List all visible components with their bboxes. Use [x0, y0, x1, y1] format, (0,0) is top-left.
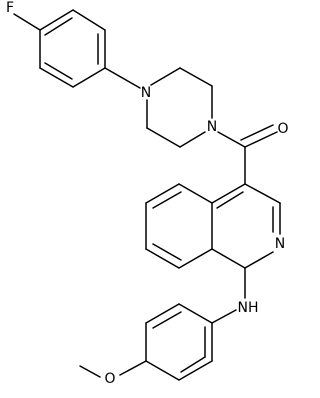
bond [72, 67, 106, 88]
bond [244, 251, 274, 269]
bond [178, 183, 213, 204]
bond [211, 248, 246, 269]
piperazine-nitrogen-bottom-label: N [207, 119, 217, 135]
bond [104, 67, 141, 89]
bond [178, 360, 213, 381]
bond [217, 131, 246, 148]
bond [179, 131, 206, 148]
bond [211, 183, 246, 204]
bond [72, 9, 106, 31]
bond [178, 303, 213, 324]
chemical-structure: F N N O N NH O [6, 0, 289, 387]
bond [44, 17, 73, 36]
bonds [13, 9, 281, 381]
bond [145, 303, 180, 324]
isoquinoline-nitrogen-label: N [275, 236, 285, 252]
bond [146, 127, 181, 148]
bond [145, 360, 180, 381]
bond [79, 365, 101, 378]
amine-nh-label: NH [238, 300, 259, 316]
bond [152, 311, 182, 329]
bond [145, 183, 180, 204]
bond [240, 124, 274, 141]
bond [39, 67, 74, 88]
bond [180, 356, 206, 373]
atom-labels: F N N O N NH O [6, 0, 289, 387]
bond [44, 62, 73, 80]
bond [179, 67, 213, 87]
bond [13, 13, 41, 31]
bond [39, 9, 74, 31]
piperazine-nitrogen-top-label: N [141, 85, 151, 101]
carbonyl-oxygen-label: O [277, 121, 288, 137]
bond [152, 191, 182, 209]
bond [244, 131, 278, 148]
bond [145, 248, 180, 269]
bond [216, 191, 244, 209]
fluorine-label: F [6, 0, 14, 16]
methoxy-oxygen-label: O [104, 371, 115, 387]
bond [119, 360, 147, 376]
bond [152, 243, 182, 261]
bond [211, 309, 237, 324]
bond [150, 67, 181, 86]
bond [178, 248, 213, 269]
bond [244, 183, 281, 204]
